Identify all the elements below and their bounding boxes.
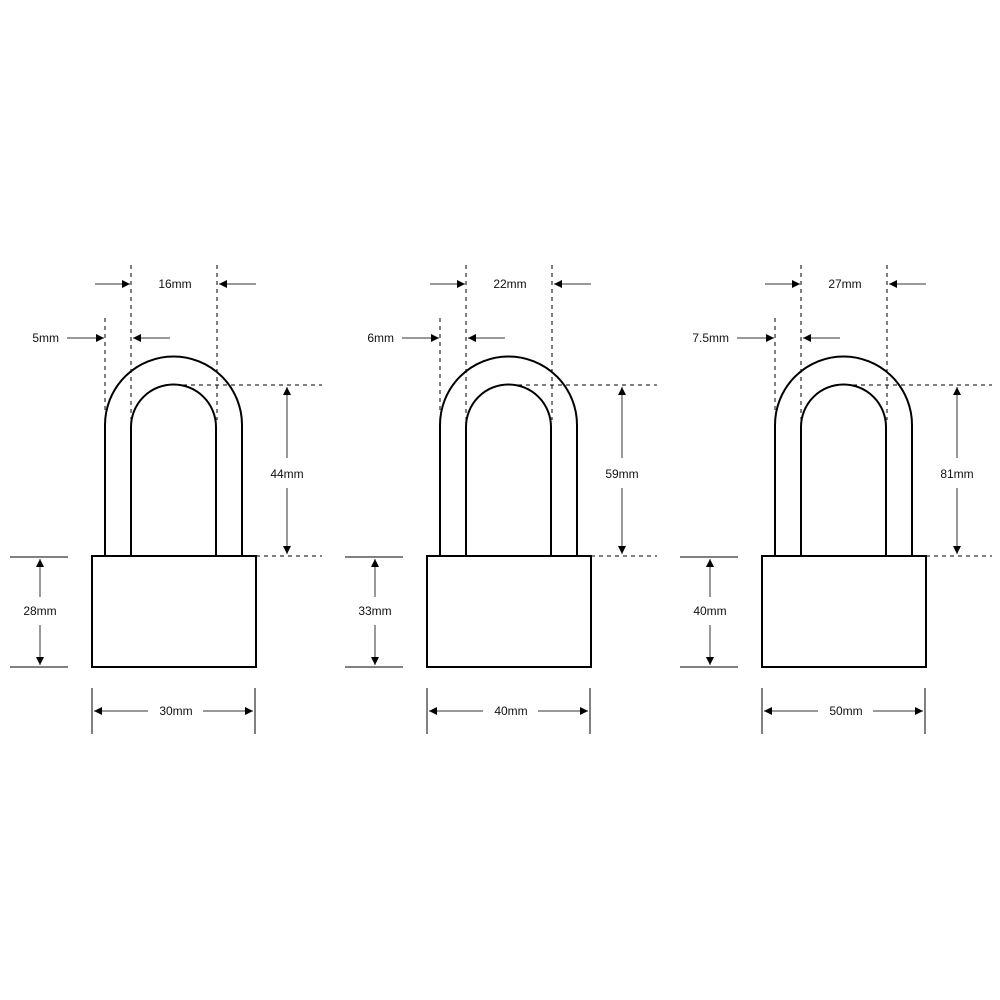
dimension-shackle-height: 81mm <box>940 387 974 554</box>
shackle-height-label: 59mm <box>605 467 638 481</box>
padlock-outline <box>761 355 927 668</box>
dimension-body-height: 40mm <box>693 559 727 665</box>
shackle-height-label: 44mm <box>270 467 303 481</box>
shackle-outer <box>439 355 578 556</box>
padlock-outline <box>426 355 592 668</box>
padlock-body <box>761 555 927 668</box>
body-width-label: 40mm <box>494 704 527 718</box>
dimension-shackle-width: 22mm <box>430 277 591 291</box>
shackle-height-label: 81mm <box>940 467 973 481</box>
dimension-body-width: 40mm <box>429 704 588 718</box>
shackle-diameter-label: 7.5mm <box>692 331 729 345</box>
dimension-shackle-height: 44mm <box>270 387 304 554</box>
dimension-shackle-diameter: 6mm <box>367 331 505 345</box>
padlock-small: 16mm 5mm 44mm 28mm 30mm <box>10 265 322 734</box>
shackle-inner <box>800 383 887 556</box>
shackle-width-label: 22mm <box>493 277 526 291</box>
shackle-width-label: 16mm <box>158 277 191 291</box>
extension-lines <box>10 265 322 734</box>
padlock-body <box>91 555 257 668</box>
shackle-inner <box>465 383 552 556</box>
dimension-body-width: 50mm <box>764 704 923 718</box>
dimension-shackle-height: 59mm <box>605 387 639 554</box>
body-height-label: 33mm <box>358 604 391 618</box>
dimension-shackle-width: 27mm <box>765 277 926 291</box>
dimension-body-width: 30mm <box>94 704 253 718</box>
dimension-body-height: 28mm <box>23 559 57 665</box>
padlock-body <box>426 555 592 668</box>
body-height-label: 40mm <box>693 604 726 618</box>
shackle-width-label: 27mm <box>828 277 861 291</box>
shackle-outer <box>104 355 243 556</box>
extension-lines <box>345 265 657 734</box>
shackle-diameter-label: 6mm <box>367 331 394 345</box>
body-width-label: 50mm <box>829 704 862 718</box>
shackle-inner <box>130 383 217 556</box>
shackle-diameter-label: 5mm <box>32 331 59 345</box>
dimension-shackle-diameter: 7.5mm <box>692 331 840 345</box>
padlock-large: 27mm 7.5mm 81mm 40mm 50mm <box>680 265 992 734</box>
dimension-shackle-width: 16mm <box>95 277 256 291</box>
body-height-label: 28mm <box>23 604 56 618</box>
padlock-medium: 22mm 6mm 59mm 33mm 40mm <box>345 265 657 734</box>
dimension-body-height: 33mm <box>358 559 392 665</box>
body-width-label: 30mm <box>159 704 192 718</box>
dimension-shackle-diameter: 5mm <box>32 331 170 345</box>
extension-lines <box>680 265 992 734</box>
padlock-outline <box>91 355 257 668</box>
shackle-outer <box>774 355 913 556</box>
